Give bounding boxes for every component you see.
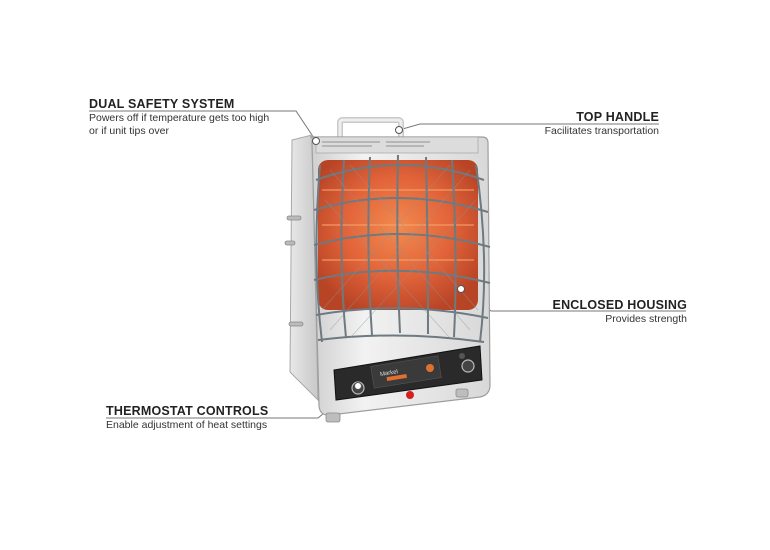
wire-cage: [313, 154, 491, 343]
callout-title: DUAL SAFETY SYSTEM: [89, 97, 235, 111]
cage-mesh: [321, 164, 479, 339]
callout-title: THERMOSTAT CONTROLS: [106, 404, 269, 418]
callout-description: Enable adjustment of heat settings: [106, 419, 268, 431]
leader-top-handle: [398, 123, 659, 131]
callout-description-line-1: Powers off if temperature gets too high: [89, 112, 270, 124]
brand-plate-text: Markel: [380, 369, 399, 378]
marker-dual-safety: [312, 137, 320, 145]
power-knob: [461, 359, 475, 373]
callout-markers: [312, 126, 465, 390]
callout-thermostat-controls: THERMOSTAT CONTROLS Enable adjustment of…: [106, 404, 316, 432]
marker-thermostat: [354, 382, 362, 390]
callout-description: Facilitates transportation: [544, 125, 659, 137]
top-handle: [337, 117, 404, 140]
callout-dual-safety-system: DUAL SAFETY SYSTEM Powers off if tempera…: [89, 97, 299, 138]
callout-title: ENCLOSED HOUSING: [552, 298, 687, 312]
callout-title: TOP HANDLE: [576, 110, 659, 124]
callout-description: Provides strength: [605, 313, 687, 325]
callout-enclosed-housing: ENCLOSED HOUSING Provides strength: [487, 298, 687, 326]
callout-top-handle: TOP HANDLE Facilitates transportation: [459, 110, 659, 138]
heater-feet: [325, 388, 469, 423]
leader-dual-safety: [89, 110, 317, 142]
control-panel: Markel: [333, 345, 483, 401]
marker-enclosed-housing: [457, 285, 465, 293]
indicator-lamp: [426, 364, 434, 372]
side-screws: [284, 215, 304, 327]
side-panel: [289, 134, 319, 402]
marker-top-handle: [395, 126, 403, 134]
safety-label-plate: [315, 136, 479, 154]
callout-description-line-2: or if unit tips over: [89, 125, 169, 137]
tip-over-safety-light: [406, 391, 414, 399]
